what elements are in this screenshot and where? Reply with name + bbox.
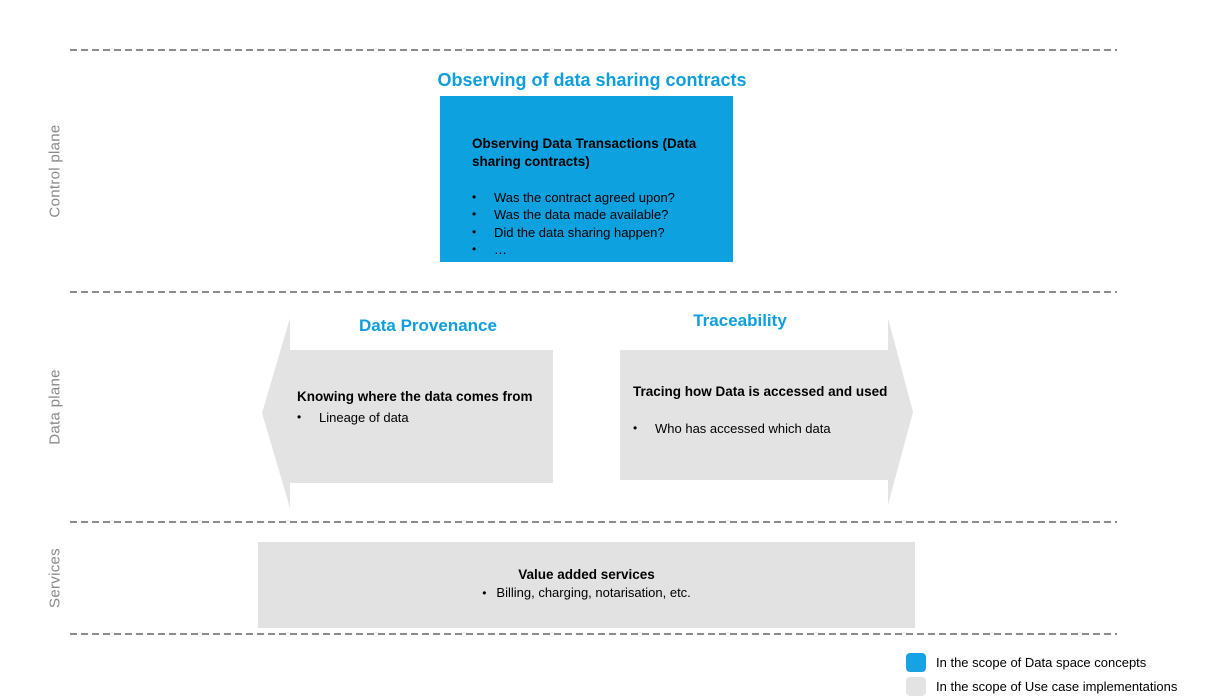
blue-box-bullet-list: • Was the contract agreed upon? • Was th…	[472, 189, 715, 259]
bullet-text: Was the data made available?	[494, 207, 669, 223]
lane-divider-data-services	[70, 521, 1117, 523]
bullet-icon: •	[482, 586, 487, 600]
list-item: • Was the contract agreed upon?	[472, 189, 715, 207]
blue-swatch-icon	[906, 652, 926, 672]
traceability-content: Tracing how Data is accessed and used • …	[633, 383, 891, 437]
value-added-services-box: Value added services • Billing, charging,…	[258, 542, 915, 628]
legend-label: In the scope of Use case implementations	[936, 678, 1178, 694]
list-item: • Did the data sharing happen?	[472, 224, 715, 242]
traceability-heading: Traceability	[693, 311, 787, 330]
bullet-text: Was the contract agreed upon?	[494, 189, 675, 205]
data-provenance-heading: Data Provenance	[359, 316, 497, 335]
legend: In the scope of Data space concepts In t…	[906, 652, 1177, 700]
bullet-icon: •	[297, 409, 302, 424]
bullet-icon: •	[472, 242, 477, 257]
bullet-text: Billing, charging, notarisation, etc.	[496, 585, 691, 600]
gray-swatch-icon	[906, 676, 926, 696]
arrow-title: Knowing where the data comes from	[297, 389, 533, 404]
bullet-icon: •	[633, 420, 638, 435]
observing-data-transactions-box: Observing Data Transactions (Data sharin…	[440, 96, 733, 262]
bullet-icon: •	[472, 207, 477, 222]
data-provenance-content: Knowing where the data comes from • Line…	[297, 388, 545, 426]
bullet-text: Lineage of data	[319, 409, 409, 425]
arrow-title: Tracing how Data is accessed and used	[633, 384, 888, 399]
list-item: • Lineage of data	[297, 409, 545, 427]
blue-box-title: Observing Data Transactions (Data sharin…	[472, 136, 697, 169]
legend-item-data-space: In the scope of Data space concepts	[906, 652, 1177, 672]
provenance-bullet-list: • Lineage of data	[297, 409, 545, 427]
list-item: • …	[472, 241, 715, 259]
services-title: Value added services	[518, 567, 655, 582]
control-plane-heading: Observing of data sharing contracts	[437, 70, 747, 90]
lane-label-services: Services	[46, 548, 64, 608]
list-item: • Who has accessed which data	[633, 420, 891, 438]
bullet-text: Did the data sharing happen?	[494, 224, 665, 240]
bullet-text: Who has accessed which data	[655, 420, 831, 436]
lane-divider-bottom	[70, 633, 1117, 635]
list-item: • Was the data made available?	[472, 206, 715, 224]
lane-label-data-plane: Data plane	[46, 369, 64, 445]
bullet-icon: •	[472, 224, 477, 239]
lane-divider-top	[70, 49, 1117, 51]
bullet-text: …	[494, 242, 507, 258]
lane-divider-control-data	[70, 291, 1117, 293]
lane-label-control-plane: Control plane	[46, 124, 64, 218]
right-arrow-shape	[620, 318, 913, 505]
bullet-icon: •	[472, 189, 477, 204]
legend-label: In the scope of Data space concepts	[936, 654, 1147, 670]
left-arrow-shape	[262, 318, 553, 508]
legend-item-use-case: In the scope of Use case implementations	[906, 676, 1177, 696]
traceability-bullet-list: • Who has accessed which data	[633, 420, 891, 438]
list-item: • Billing, charging, notarisation, etc.	[258, 585, 915, 600]
